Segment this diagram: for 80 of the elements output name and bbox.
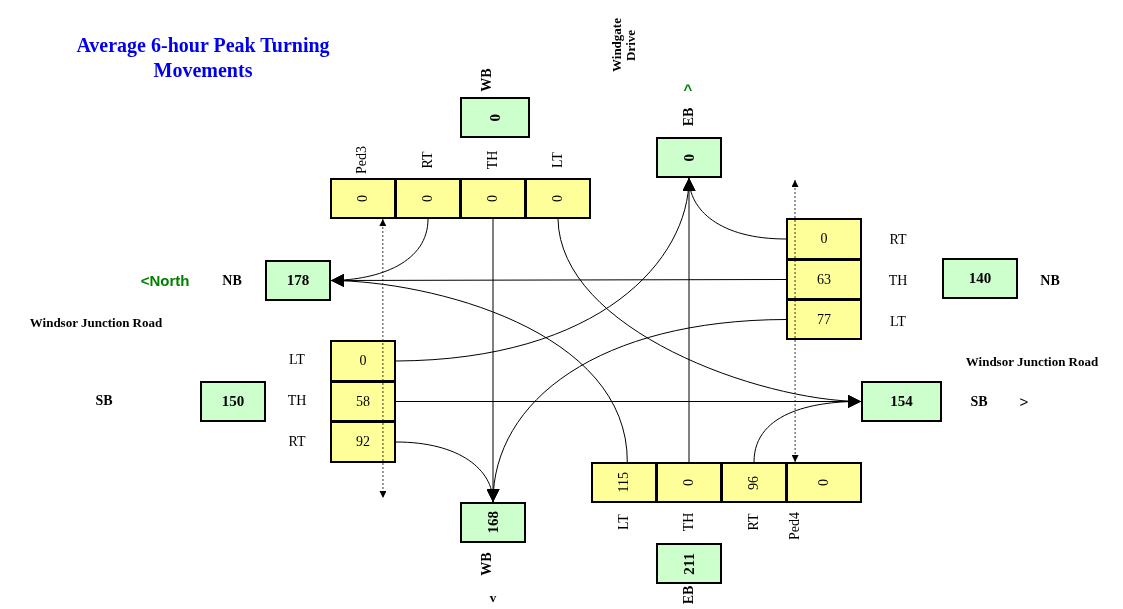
turning-arrow <box>395 441 499 503</box>
movement-label: Ped3 <box>354 146 370 174</box>
turning-arrow <box>682 177 696 463</box>
count-value: 0 <box>359 354 367 368</box>
diagram-title: Average 6-hour Peak Turning Movements <box>75 33 331 83</box>
movement-label: LT <box>890 314 906 330</box>
count-value: 92 <box>356 435 370 449</box>
direction-label: WB <box>479 68 495 92</box>
turning-arrow <box>753 395 862 463</box>
volume-cell <box>460 178 526 219</box>
movement-label: RT <box>420 151 436 169</box>
count-value: 0 <box>551 195 565 202</box>
volume-cell <box>786 259 862 300</box>
count-value: 0 <box>681 153 697 162</box>
direction-label: NB <box>222 273 242 289</box>
direction-label: NB <box>1040 273 1060 289</box>
total-box <box>656 137 722 178</box>
count-value: 0 <box>820 232 828 246</box>
pedestrian-arrow <box>791 179 799 463</box>
total-box <box>861 381 942 422</box>
total-box <box>460 97 530 138</box>
volume-cell <box>656 462 722 503</box>
movement-label: LT <box>550 152 566 168</box>
volume-cell <box>786 218 862 260</box>
count-value: 0 <box>486 195 500 202</box>
count-value: 178 <box>286 273 310 288</box>
direction-marker: v <box>489 590 497 606</box>
count-value: 0 <box>421 195 435 202</box>
count-value: 211 <box>681 552 697 575</box>
direction-marker: ^ <box>683 81 693 99</box>
total-box <box>200 381 266 422</box>
volume-cell <box>330 421 396 463</box>
direction-label: SB <box>970 394 988 410</box>
direction-label: SB <box>95 393 113 409</box>
volume-cell <box>330 178 396 219</box>
street-name: Windsor Junction Road <box>29 315 163 331</box>
direction-label: EB <box>681 107 697 127</box>
count-value: 0 <box>356 195 370 202</box>
volume-cell <box>525 178 591 219</box>
count-value: 63 <box>817 272 831 287</box>
total-box <box>942 258 1018 299</box>
movement-label: TH <box>681 512 697 532</box>
volume-cell <box>330 340 396 382</box>
count-value: 77 <box>817 312 831 327</box>
movement-label: LT <box>289 352 305 368</box>
movement-label: Ped4 <box>787 512 803 540</box>
movement-label: LT <box>616 514 632 530</box>
direction-marker: > <box>1019 393 1029 411</box>
total-box <box>460 502 526 543</box>
volume-cell <box>786 462 862 503</box>
count-value: 154 <box>890 394 913 409</box>
movement-label: RT <box>288 434 306 450</box>
direction-label: EB <box>681 585 697 605</box>
volume-cell <box>395 178 461 219</box>
count-value: 0 <box>487 113 503 122</box>
street-name: Windsor Junction Road <box>965 354 1099 370</box>
count-value: 140 <box>968 271 992 286</box>
volume-cell <box>330 381 396 422</box>
total-box <box>265 260 331 301</box>
count-value: 150 <box>221 394 245 409</box>
count-value: 168 <box>485 511 501 534</box>
volume-cell <box>721 462 787 503</box>
direction-label: WB <box>479 552 495 576</box>
north-marker: <North <box>140 272 190 290</box>
total-box <box>656 543 722 584</box>
movement-label: TH <box>287 393 307 409</box>
count-value: 58 <box>356 394 370 409</box>
volume-cell <box>786 299 862 340</box>
movement-label: RT <box>889 232 907 248</box>
count-value: 115 <box>617 472 631 493</box>
movement-label: TH <box>888 273 908 289</box>
count-value: 0 <box>682 479 696 486</box>
movement-label: RT <box>746 513 762 531</box>
count-value: 0 <box>817 479 831 486</box>
count-value: 96 <box>747 475 761 490</box>
movement-label: TH <box>485 150 501 170</box>
street-name: Windgate Drive <box>609 17 639 74</box>
turning-arrow <box>330 274 628 463</box>
pedestrian-arrow <box>379 218 387 499</box>
volume-cell <box>591 462 657 503</box>
